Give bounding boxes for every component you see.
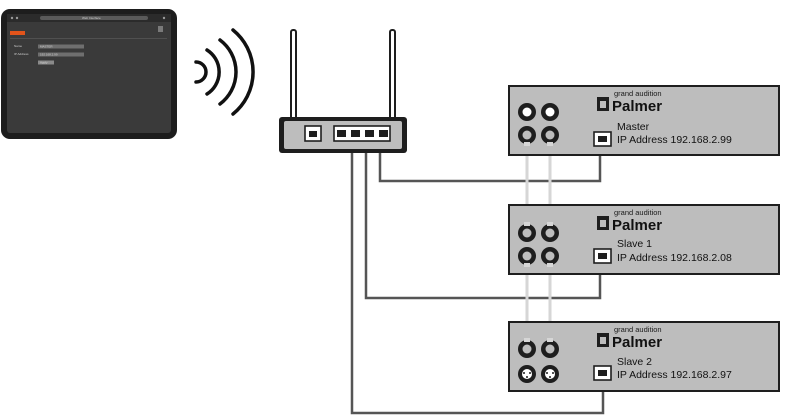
tablet-logo bbox=[10, 31, 25, 35]
ethernet-port-icon bbox=[593, 365, 612, 381]
unit-ip-address: IP Address 192.168.2.08 bbox=[617, 252, 732, 264]
tablet: Web Interface Name MASTER IP Address 192… bbox=[1, 9, 177, 139]
jack-connector-icon bbox=[518, 340, 559, 358]
tablet-forward-icon[interactable] bbox=[15, 16, 19, 20]
unit-name: Slave 1 bbox=[617, 238, 652, 250]
tablet-address-bar[interactable] bbox=[40, 16, 148, 20]
brand-name: Palmer bbox=[612, 98, 662, 115]
tablet-divider bbox=[10, 38, 167, 39]
ethernet-port-icon bbox=[593, 131, 612, 147]
router bbox=[279, 29, 407, 153]
palmer-unit-master: grand audition Palmer Master IP Address … bbox=[508, 85, 780, 156]
brand-name: Palmer bbox=[612, 334, 662, 351]
palmer-logo bbox=[597, 97, 609, 111]
tablet-reload-icon[interactable] bbox=[162, 16, 166, 20]
tablet-screen bbox=[7, 14, 171, 133]
unit-name: Master bbox=[617, 121, 650, 133]
jack-connector-icon bbox=[518, 126, 559, 144]
brand-tagline: grand audition bbox=[614, 325, 662, 334]
tablet-row-value: MASTER bbox=[40, 45, 53, 49]
tablet-name-input[interactable] bbox=[38, 44, 84, 49]
router-wan-port bbox=[304, 125, 322, 142]
tablet-row-label: Name bbox=[14, 44, 22, 48]
tablet-apply-button[interactable] bbox=[38, 60, 54, 65]
palmer-unit-slave-2: grand audition Palmer Slave 2 IP Address… bbox=[508, 321, 780, 392]
tablet-tab-title: Web Interface bbox=[82, 16, 101, 20]
tablet-menu-icon[interactable] bbox=[158, 26, 163, 32]
brand-name: Palmer bbox=[612, 217, 662, 234]
unit-body bbox=[508, 85, 780, 156]
tablet-row-label: IP Address bbox=[14, 52, 29, 56]
ethernet-cable-slave-1 bbox=[364, 140, 602, 300]
ethernet-port-icon bbox=[593, 248, 612, 264]
unit-name: Slave 2 bbox=[617, 356, 652, 368]
xlr-connector-icon bbox=[518, 365, 559, 383]
brand-tagline: grand audition bbox=[614, 89, 662, 98]
jack-connector-icon bbox=[518, 224, 559, 242]
tablet-apply-label: Apply bbox=[40, 61, 48, 65]
xlr-connector-icon bbox=[518, 103, 559, 121]
jack-connector-icon bbox=[518, 247, 559, 265]
router-antenna bbox=[389, 29, 396, 121]
router-lan-ports bbox=[333, 125, 391, 142]
palmer-logo bbox=[597, 333, 609, 347]
palmer-logo bbox=[597, 216, 609, 230]
ethernet-cable-master bbox=[378, 140, 602, 183]
router-antenna bbox=[290, 29, 297, 121]
unit-ip-address: IP Address 192.168.2.97 bbox=[617, 369, 732, 381]
tablet-row-value: 192.168.2.99 bbox=[40, 53, 58, 57]
brand-tagline: grand audition bbox=[614, 208, 662, 217]
audio-plug-ends bbox=[524, 142, 553, 342]
ethernet-cable-slave-2 bbox=[350, 140, 605, 415]
unit-ip-address: IP Address 192.168.2.99 bbox=[617, 134, 732, 146]
palmer-unit-slave-1: grand audition Palmer Slave 1 IP Address… bbox=[508, 204, 780, 275]
tablet-back-icon[interactable] bbox=[10, 16, 14, 20]
ethernet-cables bbox=[350, 140, 605, 415]
wifi-icon bbox=[194, 28, 255, 116]
tablet-ip-input[interactable] bbox=[38, 52, 84, 57]
